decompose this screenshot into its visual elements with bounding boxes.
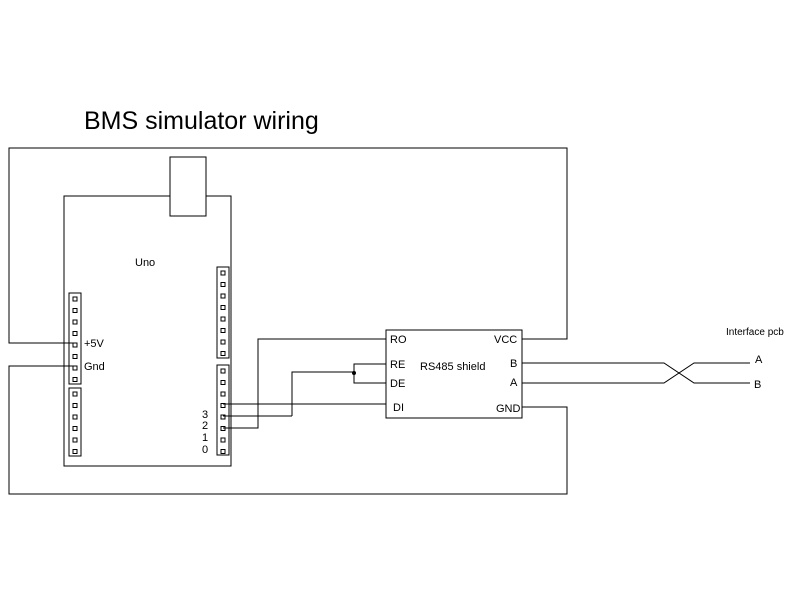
rs485-b-label: B — [510, 358, 517, 370]
power-header-pin — [72, 296, 78, 302]
uno-pin-1-label: 1 — [202, 432, 208, 444]
digital-header-high-pin — [220, 305, 226, 310]
digital-header-high-pin — [220, 351, 226, 356]
power-header-pin — [72, 377, 78, 382]
digital-header-low-pin — [220, 391, 226, 397]
interface-b-label: B — [754, 379, 761, 391]
analog-header-pin — [72, 426, 78, 431]
digital-header-low-pin — [220, 437, 226, 443]
digital-header-high-pin — [220, 282, 226, 287]
rs485-de-label: DE — [390, 378, 405, 390]
power-header-pin — [72, 319, 78, 325]
wire-vcc — [8, 147, 568, 344]
power-header-pin — [72, 365, 78, 371]
digital-header-low-outline — [216, 364, 230, 456]
uno-gnd-label: Gnd — [84, 361, 105, 373]
power-header-pin — [72, 308, 78, 313]
uno-board — [63, 195, 232, 467]
power-header-outline — [68, 292, 82, 385]
interface-a-label: A — [755, 354, 763, 366]
power-header-pin — [72, 342, 78, 348]
wire-gnd — [8, 365, 568, 495]
analog-header-pin — [72, 403, 78, 408]
digital-header-high-pin — [220, 339, 226, 345]
analog-header-pin — [72, 449, 78, 454]
uno-power-header — [68, 292, 82, 385]
rs485-re-label: RE — [390, 359, 405, 371]
wire-b-line — [522, 362, 750, 384]
digital-header-low-pin — [220, 414, 226, 420]
digital-header-high-outline — [216, 266, 230, 359]
uno-pin-3-label: 3 — [202, 409, 208, 421]
digital-header-low-pin — [220, 368, 226, 374]
rs485-gnd-label: GND — [496, 403, 521, 415]
analog-header-outline — [68, 387, 82, 457]
digital-header-high-pin — [220, 293, 226, 299]
rs485-ro-label: RO — [390, 334, 407, 346]
wire-re-de-bridge — [353, 363, 386, 384]
wire-ro-pin2 — [223, 338, 386, 429]
rs485-a-label: A — [510, 377, 518, 389]
uno-usb-connector — [169, 156, 207, 217]
power-header-pin — [72, 331, 78, 336]
analog-header-pin — [72, 437, 78, 443]
digital-header-high-pin — [220, 316, 226, 322]
wire-a-line — [522, 362, 750, 384]
rs485-label: RS485 shield — [420, 361, 485, 373]
interface-pcb-label: Interface pcb — [726, 327, 784, 338]
digital-header-high-pin — [220, 270, 226, 276]
rs485-vcc-label: VCC — [494, 334, 517, 346]
analog-header-pin — [72, 414, 78, 420]
wire-re-de-control — [291, 371, 354, 416]
digital-header-low-pin — [220, 449, 226, 454]
junction-dot — [352, 371, 356, 375]
power-header-pin — [72, 354, 78, 359]
digital-header-high-pin — [220, 328, 226, 333]
digital-header-low-pin — [220, 380, 226, 385]
uno-label: Uno — [135, 257, 155, 269]
rs485-shield — [385, 329, 523, 419]
uno-pin-2-label: 2 — [202, 420, 208, 432]
uno-digital-header-low — [216, 364, 230, 456]
uno-digital-header-high — [216, 266, 230, 359]
diagram-title: BMS simulator wiring — [84, 107, 319, 135]
rs485-di-label: DI — [393, 402, 404, 414]
analog-header-pin — [72, 391, 78, 397]
uno-pin-0-label: 0 — [202, 444, 208, 456]
uno-5v-label: +5V — [84, 338, 105, 350]
uno-analog-header — [68, 387, 82, 457]
